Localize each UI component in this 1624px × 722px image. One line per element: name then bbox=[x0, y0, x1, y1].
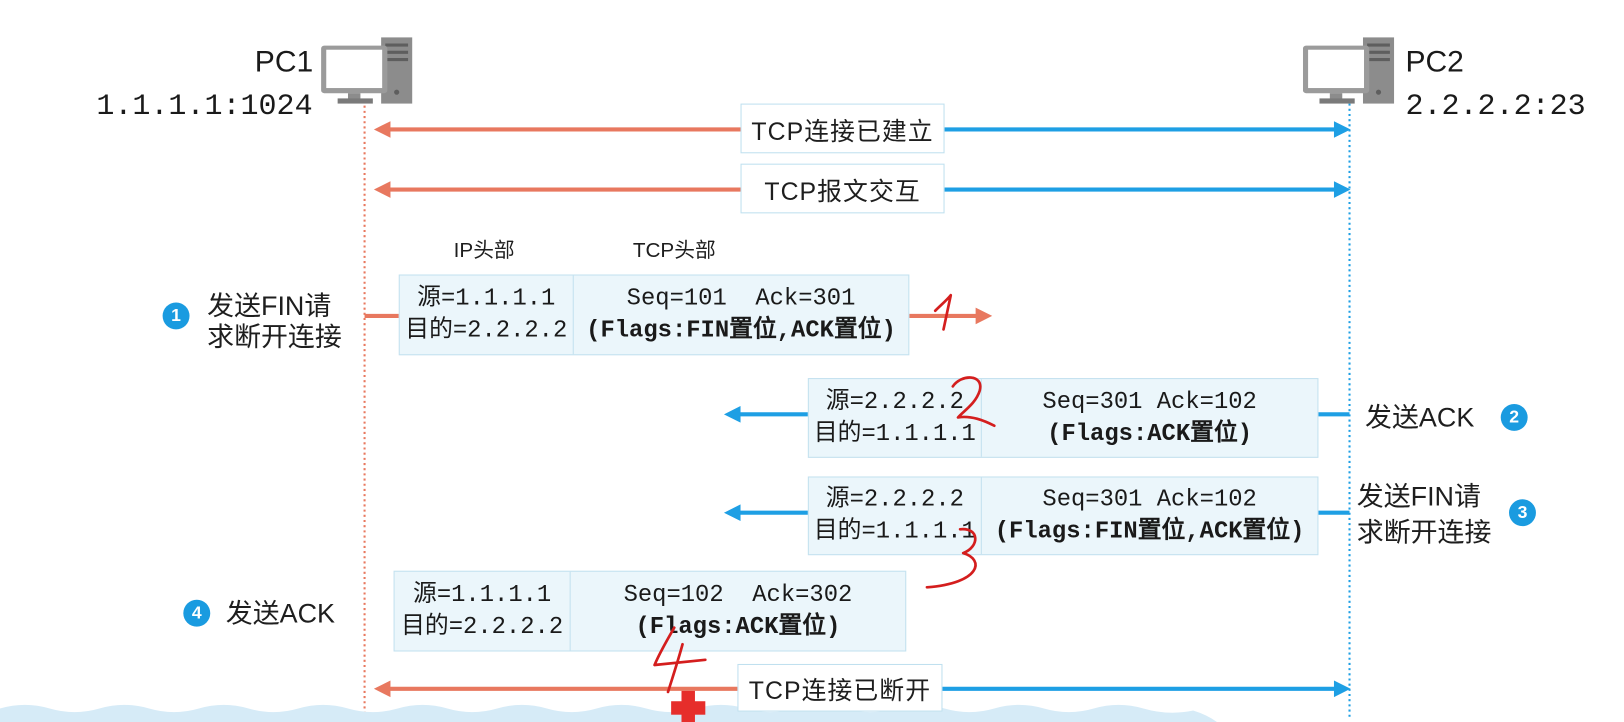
bottom-wave-overlay bbox=[0, 704, 1217, 722]
packet-step-3: 源=2.2.2.2 目的=1.1.1.1 Seq=301 Ack=102 (Fl… bbox=[807, 476, 1319, 556]
pc2-name: PC2 bbox=[1405, 45, 1464, 79]
established-arrow-to-pc1 bbox=[373, 121, 742, 138]
closed-arrow-to-pc1 bbox=[373, 680, 739, 698]
seq-ack: Seq=102 Ack=302 bbox=[623, 581, 853, 609]
ip-header-cell: 源=2.2.2.2 目的=1.1.1.1 bbox=[809, 477, 982, 555]
step-3-badge: 3 bbox=[1509, 499, 1536, 527]
tcp-flags: (Flags:ACK置位) bbox=[1047, 420, 1253, 447]
step-2-action-line-1: 发送ACK bbox=[1365, 401, 1475, 433]
ip-header-cell: 源=2.2.2.2 目的=1.1.1.1 bbox=[809, 379, 982, 457]
source-address: 源=1.1.1.1 bbox=[413, 581, 552, 609]
step-3-action-line-2: 求断开连接 bbox=[1356, 516, 1492, 548]
step-1-action: 发送FIN请 求断开连接 bbox=[207, 290, 342, 352]
pc2-address: 2.2.2.2:23 bbox=[1405, 89, 1586, 124]
packet-step-1: 源=1.1.1.1 目的=2.2.2.2 Seq=101 Ack=301 (Fl… bbox=[398, 274, 910, 356]
banner-connection-closed: TCP连接已断开 bbox=[737, 663, 943, 712]
exchange-arrow-to-pc1 bbox=[373, 181, 742, 198]
closed-arrow-to-pc2 bbox=[941, 680, 1351, 698]
step-3-action-line-1: 发送FIN请 bbox=[1356, 480, 1481, 512]
ip-header-cell: 源=1.1.1.1 目的=2.2.2.2 bbox=[400, 275, 574, 355]
tcp-header-cell: Seq=301 Ack=102 (Flags:ACK置位) bbox=[982, 379, 1318, 457]
pc2-computer-icon bbox=[1302, 37, 1396, 105]
step-3-arrow bbox=[723, 504, 1350, 522]
source-address: 源=2.2.2.2 bbox=[825, 387, 964, 415]
established-arrow-to-pc2 bbox=[943, 121, 1351, 138]
pc1-name: PC1 bbox=[254, 45, 314, 79]
banner-connection-established: TCP连接已建立 bbox=[740, 103, 945, 154]
destination-address: 目的=1.1.1.1 bbox=[813, 517, 976, 545]
pc1-computer-icon bbox=[321, 37, 414, 105]
step-1-badge: 1 bbox=[162, 302, 190, 330]
source-address: 源=1.1.1.1 bbox=[417, 284, 556, 312]
packet-step-2: 源=2.2.2.2 目的=1.1.1.1 Seq=301 Ack=102 (Fl… bbox=[807, 378, 1319, 458]
seq-ack: Seq=301 Ack=102 bbox=[1042, 387, 1257, 415]
step-2-action: 发送ACK bbox=[1365, 401, 1474, 434]
tcp-header-label: TCP头部 bbox=[632, 239, 716, 263]
exchange-arrow-to-pc2 bbox=[943, 181, 1351, 198]
tcp-header-cell: Seq=101 Ack=301 (Flags:FIN置位,ACK置位) bbox=[574, 276, 909, 355]
pc1-address: 1.1.1.1:1024 bbox=[96, 89, 313, 124]
step-4-action-line-1: 发送ACK bbox=[225, 597, 336, 629]
step-2-badge: 2 bbox=[1500, 403, 1528, 431]
destination-address: 目的=1.1.1.1 bbox=[813, 420, 976, 447]
seq-ack: Seq=301 Ack=102 bbox=[1042, 485, 1257, 513]
destination-address: 目的=2.2.2.2 bbox=[405, 316, 568, 344]
banner-segment-exchange: TCP报文交互 bbox=[740, 163, 945, 214]
step-2-arrow bbox=[723, 406, 1350, 423]
step-1-action-line-1: 发送FIN请 bbox=[207, 290, 332, 322]
step-4-action: 发送ACK bbox=[226, 597, 335, 630]
tcp-header-cell: Seq=102 Ack=302 (Flags:ACK置位) bbox=[571, 572, 906, 651]
step-4-badge: 4 bbox=[183, 599, 211, 627]
seq-ack: Seq=101 Ack=301 bbox=[626, 284, 856, 312]
source-address: 源=2.2.2.2 bbox=[825, 485, 964, 513]
destination-address: 目的=2.2.2.2 bbox=[401, 613, 564, 641]
tcp-flags: (Flags:ACK置位) bbox=[635, 613, 841, 641]
packet-step-4: 源=1.1.1.1 目的=2.2.2.2 Seq=102 Ack=302 (Fl… bbox=[393, 570, 907, 652]
tcp-flags: (Flags:FIN置位,ACK置位) bbox=[994, 517, 1305, 545]
step-1-action-line-2: 求断开连接 bbox=[207, 321, 342, 353]
tcp-header-cell: Seq=301 Ack=102 (Flags:FIN置位,ACK置位) bbox=[982, 478, 1318, 555]
ip-header-cell: 源=1.1.1.1 目的=2.2.2.2 bbox=[395, 571, 571, 651]
ip-header-label: IP头部 bbox=[453, 239, 515, 263]
step-3-action: 发送FIN请 求断开连接 bbox=[1357, 479, 1492, 552]
tcp-flags: (Flags:FIN置位,ACK置位) bbox=[586, 316, 896, 344]
